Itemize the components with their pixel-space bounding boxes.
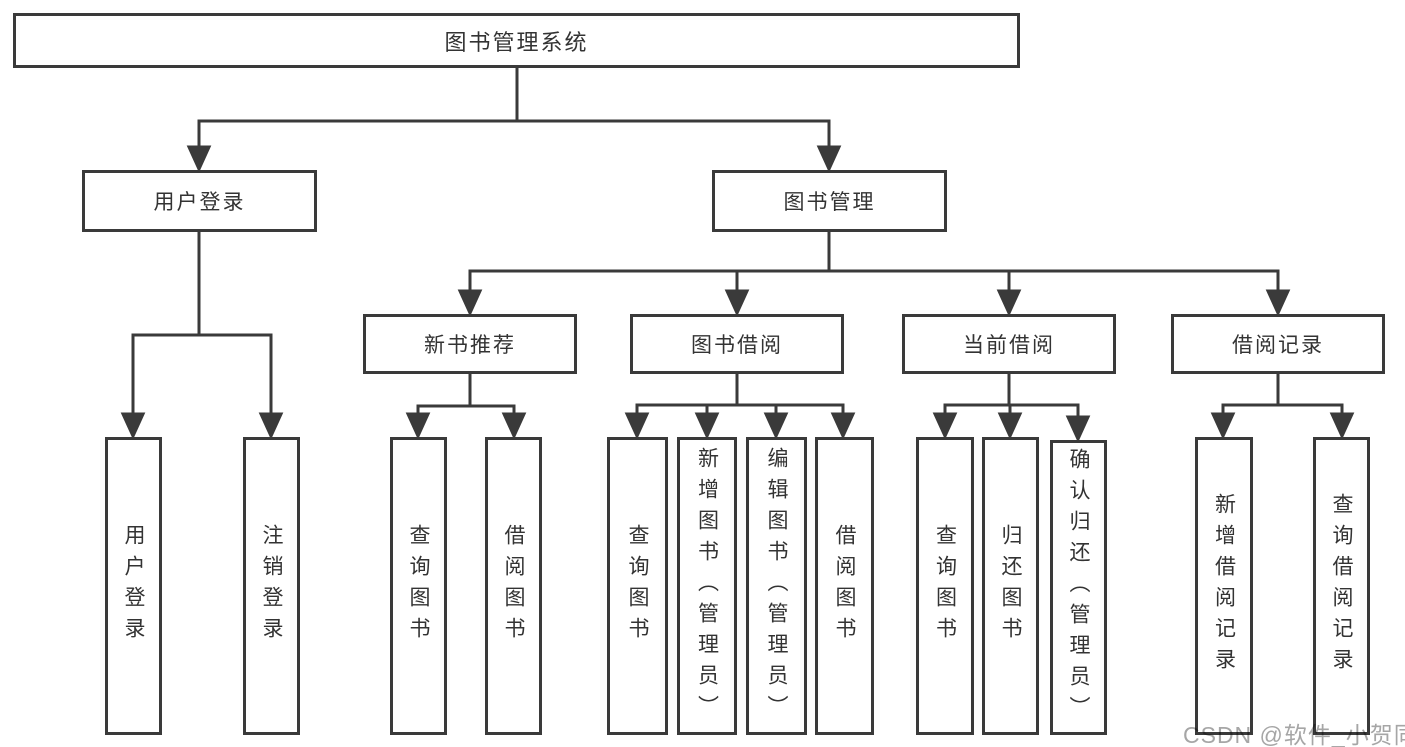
leaf-logout: 注销登录 <box>243 437 300 735</box>
leaf-current-query-books-label: 查询图书 <box>933 524 957 648</box>
node-root-system: 图书管理系统 <box>13 13 1020 68</box>
leaf-add-borrow-record: 新增借阅记录 <box>1195 437 1253 735</box>
leaf-confirm-return-admin: 确认归还（管理员） <box>1050 440 1107 735</box>
leaf-borrow-query-books: 查询图书 <box>607 437 668 735</box>
node-book-borrow-label: 图书借阅 <box>691 334 783 357</box>
node-book-management: 图书管理 <box>712 170 947 232</box>
node-book-management-label: 图书管理 <box>783 191 876 214</box>
leaf-recommend-query-books: 查询图书 <box>390 437 447 735</box>
node-new-book-recommend: 新书推荐 <box>363 314 577 374</box>
leaf-edit-books-admin: 编辑图书（管理员） <box>746 437 807 735</box>
leaf-add-books-admin: 新增图书（管理员） <box>677 437 737 735</box>
leaf-edit-books-admin-label: 编辑图书（管理员） <box>765 446 788 726</box>
leaf-query-borrow-record-label: 查询借阅记录 <box>1330 493 1353 679</box>
leaf-borrow-books: 借阅图书 <box>815 437 874 735</box>
leaf-confirm-return-admin-label: 确认归还（管理员） <box>1067 448 1090 727</box>
node-current-borrow: 当前借阅 <box>902 314 1116 374</box>
leaf-add-borrow-record-label: 新增借阅记录 <box>1212 493 1236 679</box>
csdn-watermark: CSDN @软件_小贺同学 <box>1183 722 1405 747</box>
leaf-logout-label: 注销登录 <box>260 524 283 648</box>
leaf-return-books: 归还图书 <box>982 437 1039 735</box>
node-user-login: 用户登录 <box>82 170 317 232</box>
leaf-borrow-books-label: 借阅图书 <box>833 524 856 648</box>
leaf-add-books-admin-label: 新增图书（管理员） <box>695 446 719 726</box>
leaf-borrow-query-books-label: 查询图书 <box>626 524 649 648</box>
node-user-login-label: 用户登录 <box>153 191 246 214</box>
leaf-recommend-borrow-books-label: 借阅图书 <box>502 524 525 648</box>
leaf-recommend-borrow-books: 借阅图书 <box>485 437 542 735</box>
node-book-borrow: 图书借阅 <box>630 314 844 374</box>
leaf-query-borrow-record: 查询借阅记录 <box>1313 437 1370 735</box>
node-root-label: 图书管理系统 <box>444 29 589 55</box>
leaf-recommend-query-books-label: 查询图书 <box>407 524 430 648</box>
leaf-user-login-label: 用户登录 <box>122 524 145 648</box>
leaf-current-query-books: 查询图书 <box>916 437 974 735</box>
leaf-return-books-label: 归还图书 <box>999 524 1022 648</box>
node-new-book-recommend-label: 新书推荐 <box>424 334 516 357</box>
node-borrow-records-label: 借阅记录 <box>1232 334 1324 357</box>
leaf-user-login: 用户登录 <box>105 437 162 735</box>
node-borrow-records: 借阅记录 <box>1171 314 1385 374</box>
node-current-borrow-label: 当前借阅 <box>963 334 1055 357</box>
